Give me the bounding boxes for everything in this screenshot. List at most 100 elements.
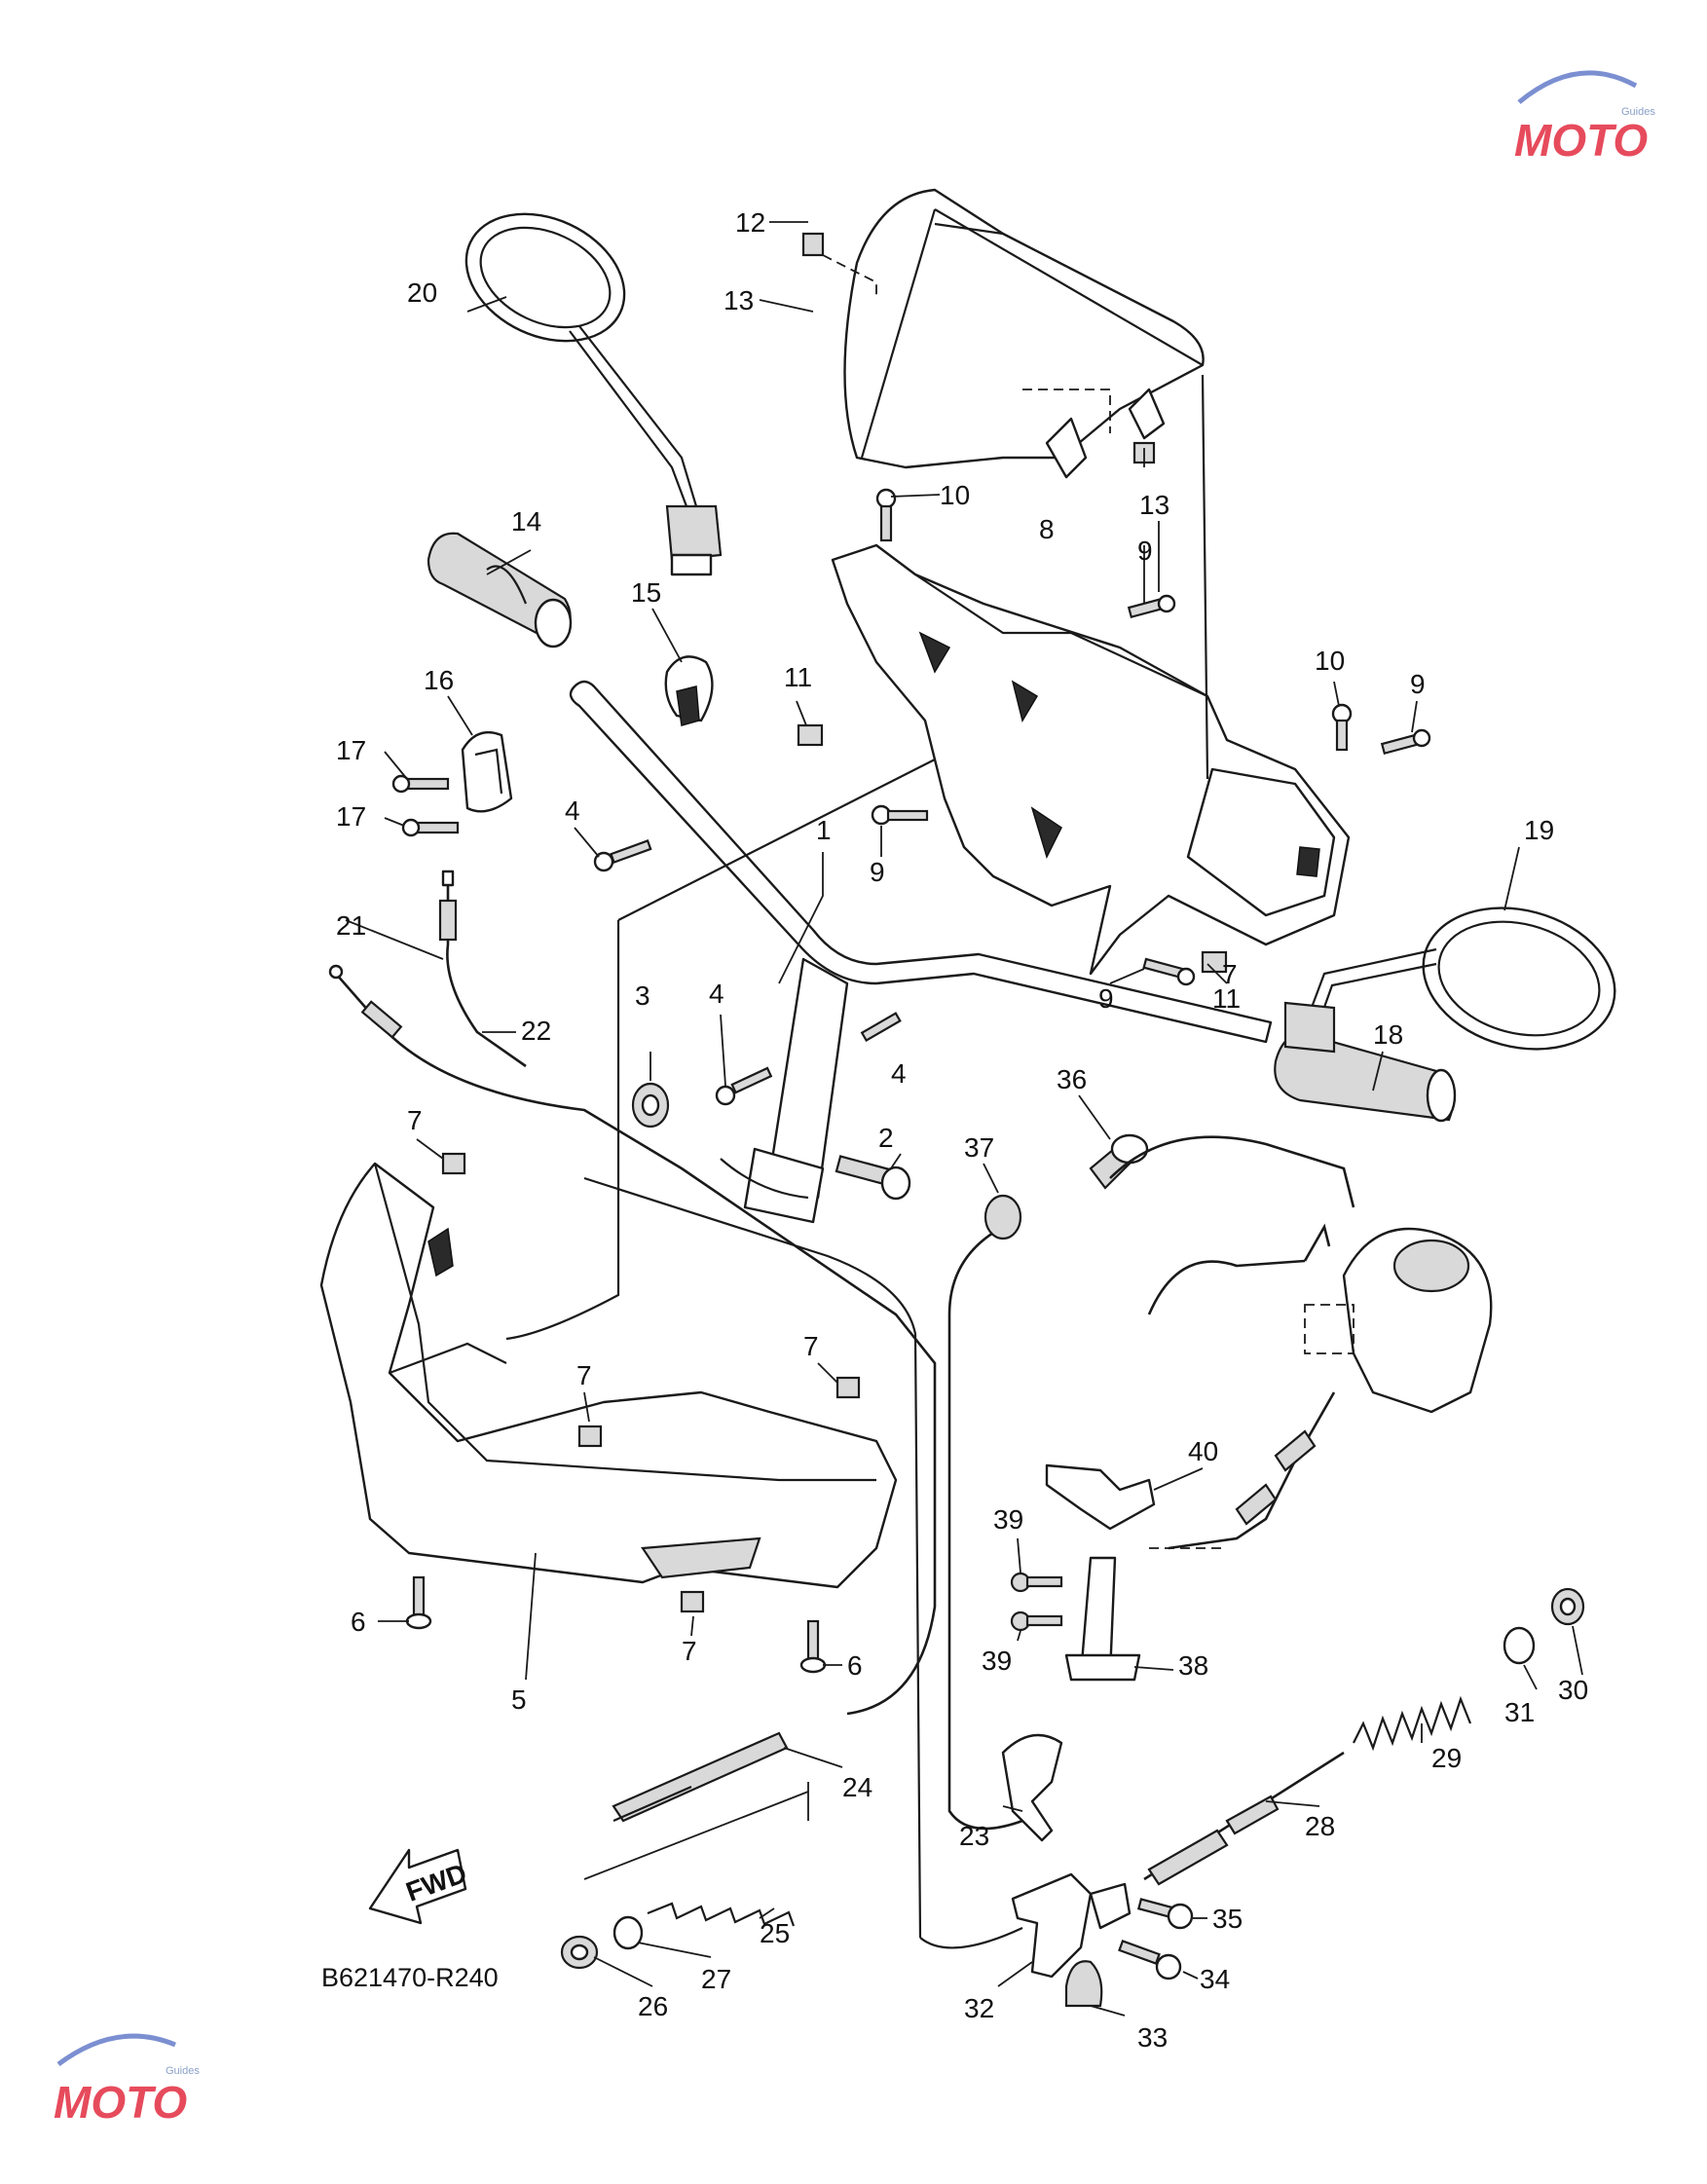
callout-leaders <box>345 221 1583 2017</box>
grip-right <box>1274 1032 1457 1123</box>
handlebar-cover-rear <box>831 543 1351 976</box>
part-label: 9 <box>1410 669 1426 699</box>
part-label: 28 <box>1305 1811 1335 1841</box>
spring-29 <box>1353 1695 1472 1752</box>
grommet-33 <box>1064 1960 1103 2008</box>
cable-37 <box>947 1194 1023 1831</box>
part-label: 40 <box>1188 1436 1218 1466</box>
part-label: 11 <box>784 662 812 692</box>
part-label: 21 <box>336 910 366 941</box>
part-label: 26 <box>638 1991 668 2021</box>
throttle-cable-lower <box>1168 1391 1336 1550</box>
part-label: 25 <box>760 1918 790 1948</box>
part-label: 22 <box>521 1016 551 1046</box>
watermark-brand: MOTO <box>54 2077 187 2128</box>
part-label: 17 <box>336 735 366 765</box>
cable-21 <box>438 870 527 1068</box>
carburetor <box>1304 1227 1493 1414</box>
screw-9-bottom <box>1142 957 1196 986</box>
part-label: 7 <box>407 1105 423 1135</box>
switch-housing <box>664 655 714 726</box>
diagram-code: B621470-R240 <box>321 1963 499 1992</box>
front-lower-cover <box>319 1162 898 1589</box>
part-label: 4 <box>565 796 580 826</box>
fwd-arrow: FWD <box>368 1848 470 1925</box>
screw-9-top <box>1127 594 1176 619</box>
part-label: 36 <box>1057 1064 1087 1094</box>
part-label: 16 <box>424 665 454 695</box>
clip-13-top <box>801 232 877 297</box>
part-label: 23 <box>959 1821 989 1851</box>
watermark-sub: Guides <box>166 2065 200 2077</box>
front-visor <box>843 188 1205 479</box>
bolt-2 <box>835 1155 911 1201</box>
part-label: 35 <box>1212 1904 1243 1934</box>
nut-26 <box>560 1935 599 1970</box>
watermark-sub: Guides <box>1621 106 1655 118</box>
clip-7-mid <box>577 1425 603 1448</box>
handlebar <box>569 680 1273 1224</box>
watermark-top-right: MOTO Guides <box>1514 70 1655 166</box>
bracket-38 <box>1064 1556 1141 1682</box>
part-label: 32 <box>964 1993 994 2023</box>
nut-30 <box>1550 1587 1585 1626</box>
clip-7-top <box>441 1152 466 1175</box>
clip-7-bottom <box>680 1590 705 1613</box>
bolt-35 <box>1136 1898 1194 1930</box>
screw-17-lower <box>401 818 460 837</box>
part-label: 11 <box>1212 983 1241 1014</box>
grip-left <box>427 532 573 648</box>
screw-6-right <box>799 1619 827 1674</box>
part-label: 9 <box>1137 536 1153 566</box>
collar-31 <box>1503 1626 1536 1665</box>
part-label: 33 <box>1137 2022 1168 2053</box>
part-label: 3 <box>635 981 650 1011</box>
screw-10-right <box>1331 703 1353 752</box>
watermark-bottom-left: MOTO Guides <box>54 2033 200 2128</box>
mirror-right <box>1283 907 1616 1054</box>
part-label: 7 <box>576 1360 592 1390</box>
screw-4-right <box>860 1012 902 1042</box>
part-label: 37 <box>964 1132 994 1163</box>
clip-7-right <box>835 1376 861 1399</box>
part-label: 10 <box>1315 646 1345 676</box>
screw-9-right <box>1380 728 1431 756</box>
part-label: 39 <box>993 1504 1023 1535</box>
screw-4-upper <box>593 839 652 872</box>
part-label: 8 <box>1039 514 1055 544</box>
bolt-34 <box>1118 1940 1182 1980</box>
bracket-40 <box>1045 1463 1156 1531</box>
part-label: 12 <box>735 207 765 238</box>
part-label: 30 <box>1558 1675 1588 1705</box>
part-label: 24 <box>842 1772 872 1802</box>
cable-to-carb <box>1109 1135 1355 1315</box>
part-label: 7 <box>682 1636 697 1666</box>
bracket-32 <box>1011 1872 1132 1979</box>
part-label: 6 <box>847 1650 863 1681</box>
cable-28 <box>1143 1751 1345 1886</box>
part-label: 19 <box>1524 815 1554 845</box>
part-label: 2 <box>878 1123 894 1153</box>
part-label: 14 <box>511 506 541 537</box>
part-label: 7 <box>1222 959 1238 989</box>
watermark-brand: MOTO <box>1514 115 1648 166</box>
part-label: 31 <box>1504 1697 1535 1727</box>
spring-25 <box>647 1902 796 1927</box>
part-label: 9 <box>1098 983 1114 1014</box>
part-label: 18 <box>1373 1019 1403 1050</box>
part-label: 6 <box>351 1607 366 1637</box>
part-label: 20 <box>407 278 437 308</box>
screw-10-top <box>875 488 897 542</box>
screw-17-upper <box>391 774 450 794</box>
part-label: 29 <box>1431 1743 1462 1773</box>
screw-4-lower <box>715 1066 773 1106</box>
screw-6-left <box>405 1575 432 1630</box>
nut-11-left <box>797 723 824 747</box>
cable-24 <box>328 964 937 1716</box>
part-label: 17 <box>336 801 366 832</box>
bolt-39-upper <box>1010 1572 1063 1593</box>
part-label: 4 <box>891 1058 907 1089</box>
part-label: 15 <box>631 577 661 608</box>
part-labels: 12 13 13 10 8 9 10 9 14 15 16 11 17 17 4… <box>336 207 1588 2053</box>
